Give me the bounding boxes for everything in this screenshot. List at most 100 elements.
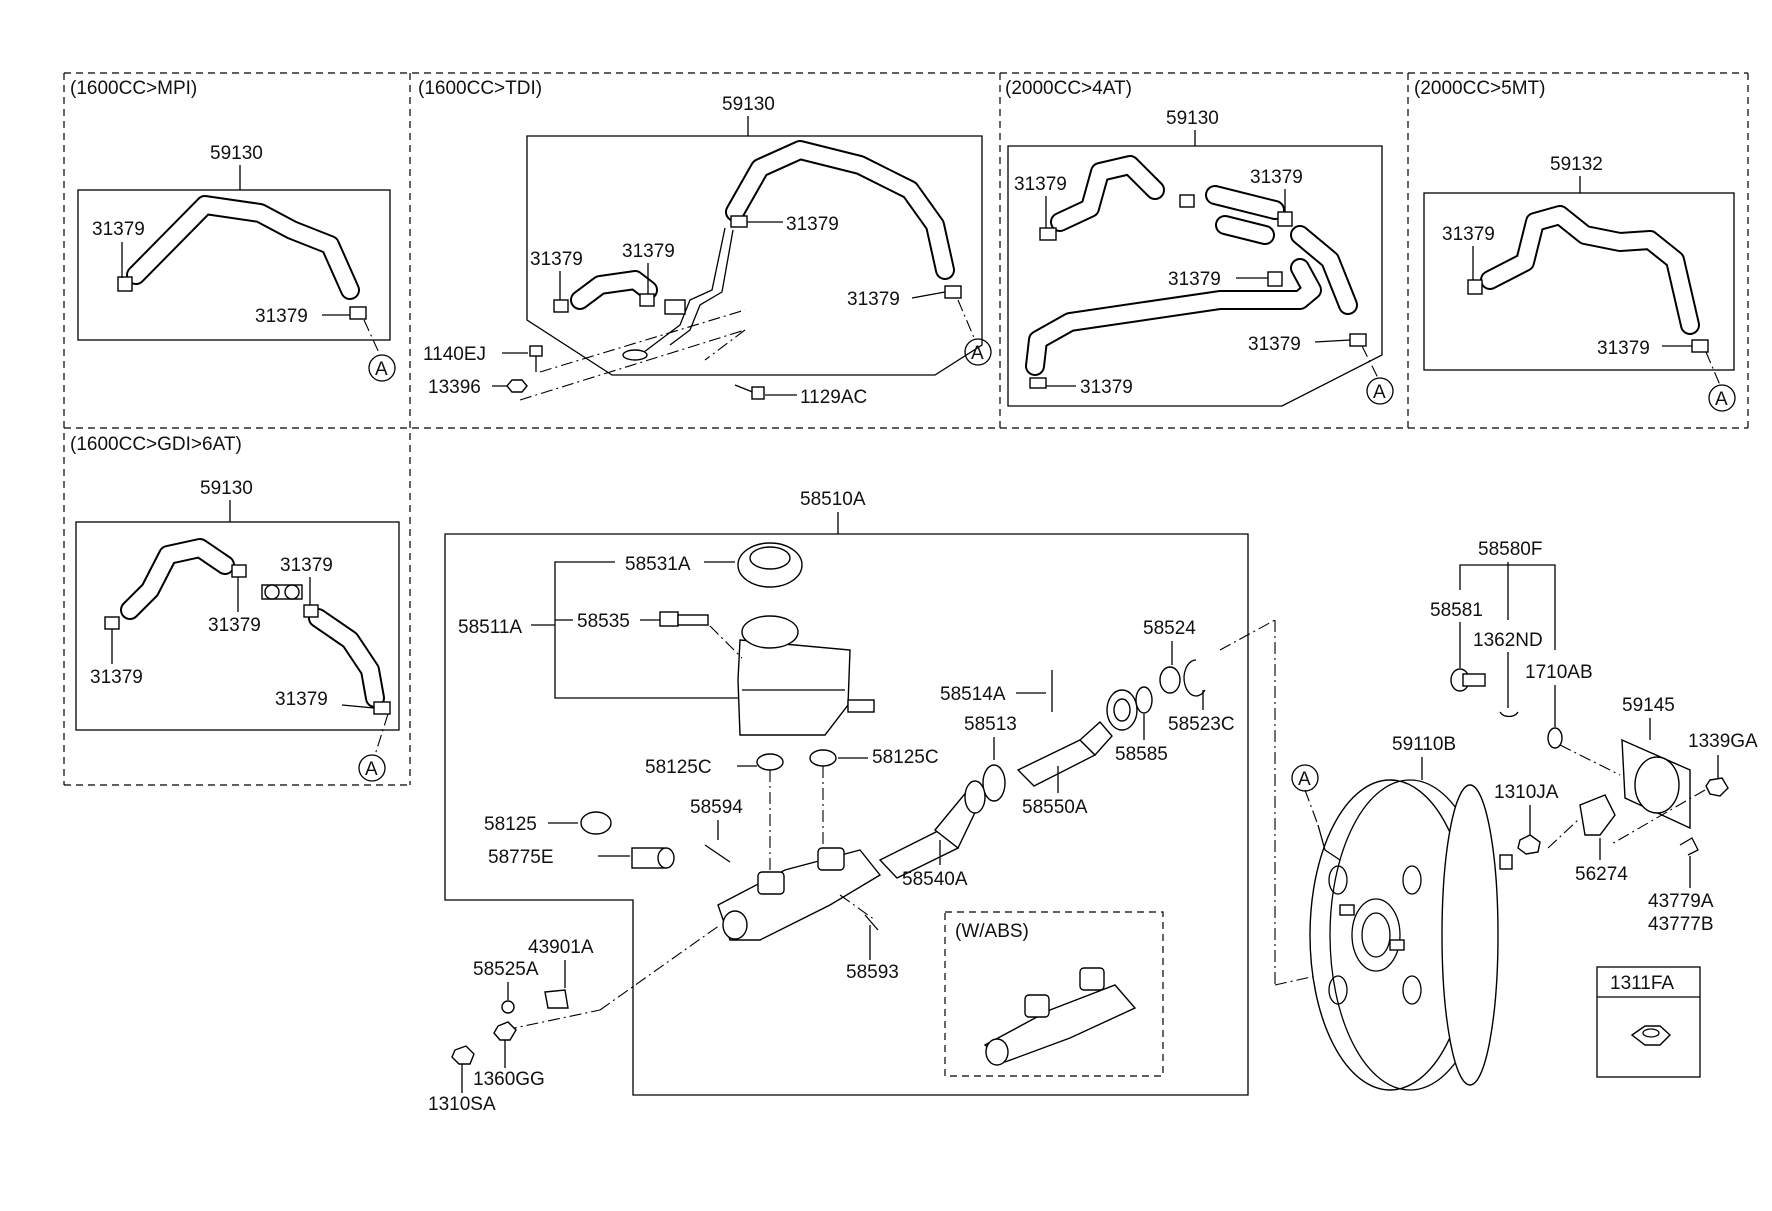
part-label-clamp[interactable]: 31379	[530, 249, 583, 270]
master-cylinder-group: 58510A 58531A 58511A 58535 581	[428, 489, 1321, 1115]
reference-a-circle	[368, 354, 396, 382]
reference-a-circle	[1291, 764, 1319, 792]
reference-a-label: A	[1298, 769, 1311, 790]
part-label-snap-pin[interactable]: 1362ND	[1473, 630, 1543, 651]
part-label-assembly[interactable]: 58510A	[800, 489, 866, 510]
hose-icon	[120, 538, 385, 708]
reference-a-label: A	[365, 759, 378, 780]
part-label-stop-pin[interactable]: 58514A	[940, 684, 1006, 705]
part-label-washer[interactable]: 58524	[1143, 618, 1196, 639]
part-label-snap-ring[interactable]: 58523C	[1168, 714, 1235, 735]
secondary-piston-icon	[1016, 720, 1113, 787]
part-label-hose[interactable]: 59132	[1550, 154, 1603, 175]
snap-ring-icon	[1183, 659, 1206, 697]
reference-a-circle	[1708, 384, 1736, 412]
hose-icon	[1025, 155, 1358, 376]
booster-icon	[1309, 779, 1513, 1091]
part-label-nut[interactable]: 1310SA	[428, 1094, 496, 1115]
part-label-screw[interactable]: 1129AC	[800, 387, 867, 408]
reference-a-label: A	[971, 343, 984, 364]
part-label-clamp[interactable]: 31379	[1442, 224, 1495, 245]
part-label-grommet[interactable]: 58125C	[872, 747, 939, 768]
snap-pin-icon	[1499, 711, 1519, 718]
part-label-washer[interactable]: 1710AB	[1525, 662, 1593, 683]
reservoir-cap-icon	[737, 542, 803, 588]
valve-icon	[261, 584, 303, 600]
pin-icon	[704, 844, 731, 863]
part-label-clamp[interactable]: 31379	[280, 555, 333, 576]
top-sections-frame	[63, 72, 1749, 786]
part-label-bracket[interactable]: 43901A	[528, 937, 594, 958]
part-label-clamp[interactable]: 31379	[1014, 174, 1067, 195]
part-label-kit[interactable]: 58580F	[1478, 539, 1542, 560]
part-label-clamp[interactable]: 31379	[92, 219, 145, 240]
nut-box	[1596, 966, 1701, 1078]
part-label-clip[interactable]: 43777B	[1648, 914, 1714, 935]
nut-icon	[1517, 834, 1541, 855]
section-tdi: (1600CC>TDI) 59130 31379 31379 31379 313…	[418, 78, 992, 408]
part-label-clamp[interactable]: 31379	[275, 689, 328, 710]
part-label-nut[interactable]: 1360GG	[473, 1069, 545, 1090]
section-5mt: (2000CC>5MT) 59132 31379 31379 A	[1414, 78, 1736, 412]
part-label-bolt[interactable]: 58593	[846, 962, 899, 983]
bolt-icon	[529, 345, 543, 372]
cylinder-icon	[717, 847, 882, 941]
part-label-clevis-pin[interactable]: 58581	[1430, 600, 1483, 621]
part-label-nut[interactable]: 1339GA	[1688, 731, 1758, 752]
part-label-pin[interactable]: 58594	[690, 797, 743, 818]
part-label-primary-piston[interactable]: 58540A	[902, 869, 968, 890]
clamp-icon	[117, 276, 367, 320]
part-label-plug[interactable]: 58125	[484, 814, 537, 835]
reference-a-circle	[358, 754, 386, 782]
part-label-clamp[interactable]: 31379	[1597, 338, 1650, 359]
part-label-clamp[interactable]: 31379	[1080, 377, 1133, 398]
part-label-clamp[interactable]: 31379	[847, 289, 900, 310]
part-label-clamp[interactable]: 31379	[1250, 167, 1303, 188]
part-label-hose[interactable]: 59130	[1166, 108, 1219, 129]
part-label-o-ring[interactable]: 58513	[964, 714, 1017, 735]
part-label-clamp[interactable]: 31379	[1168, 269, 1221, 290]
fitting-icon	[631, 847, 675, 869]
part-label-clamp[interactable]: 31379	[208, 615, 261, 636]
part-label-reservoir[interactable]: 58511A	[458, 617, 522, 638]
grommet-icon	[756, 753, 784, 771]
reference-a-circle	[1366, 377, 1394, 405]
part-label-seal[interactable]: 58585	[1115, 744, 1168, 765]
part-label-bolt[interactable]: 1140EJ	[423, 344, 486, 365]
clevis-pin-icon	[1450, 668, 1486, 692]
section-title: (1600CC>GDI>6AT)	[70, 434, 242, 455]
nut-icon	[1630, 1025, 1672, 1046]
section-title: (1600CC>MPI)	[70, 78, 197, 99]
part-label-grommet[interactable]: 58125C	[645, 757, 712, 778]
clamp-icon	[553, 215, 962, 313]
part-label-cap[interactable]: 58531A	[625, 554, 691, 575]
part-label-gasket[interactable]: 59145	[1622, 695, 1675, 716]
part-label-hose[interactable]: 59130	[200, 478, 253, 499]
clip-icon	[1679, 837, 1699, 856]
part-label-hose[interactable]: 59130	[210, 143, 263, 164]
part-label-clamp[interactable]: 31379	[622, 241, 675, 262]
reference-a-circle	[964, 338, 992, 366]
part-label-nut[interactable]: 1310JA	[1494, 782, 1559, 803]
part-label-booster[interactable]: 59110B	[1392, 734, 1456, 755]
part-label-nut[interactable]: 13396	[428, 377, 481, 398]
part-label-screw[interactable]: 58525A	[473, 959, 539, 980]
part-label-sensor[interactable]: 58535	[577, 611, 630, 632]
bracket-icon	[622, 227, 734, 361]
part-label-clamp[interactable]: 31379	[90, 667, 143, 688]
part-label-spacer[interactable]: 56274	[1575, 864, 1628, 885]
part-label-clamp[interactable]: 31379	[255, 306, 308, 327]
part-label-nut-box[interactable]: 1311FA	[1610, 973, 1674, 994]
part-label-hose[interactable]: 59130	[722, 94, 775, 115]
part-label-clamp[interactable]: 31379	[786, 214, 839, 235]
abs-variant-title: (W/ABS)	[955, 921, 1029, 942]
nut-icon	[493, 1021, 517, 1041]
part-label-clamp[interactable]: 31379	[1248, 334, 1301, 355]
part-label-secondary-piston[interactable]: 58550A	[1022, 797, 1088, 818]
spacer-icon	[1579, 794, 1616, 836]
part-label-clip[interactable]: 43779A	[1648, 891, 1714, 912]
part-label-fitting[interactable]: 58775E	[488, 847, 554, 868]
screw-icon	[734, 384, 765, 400]
clamp-icon	[1029, 194, 1367, 389]
reference-a-label: A	[1373, 382, 1386, 403]
